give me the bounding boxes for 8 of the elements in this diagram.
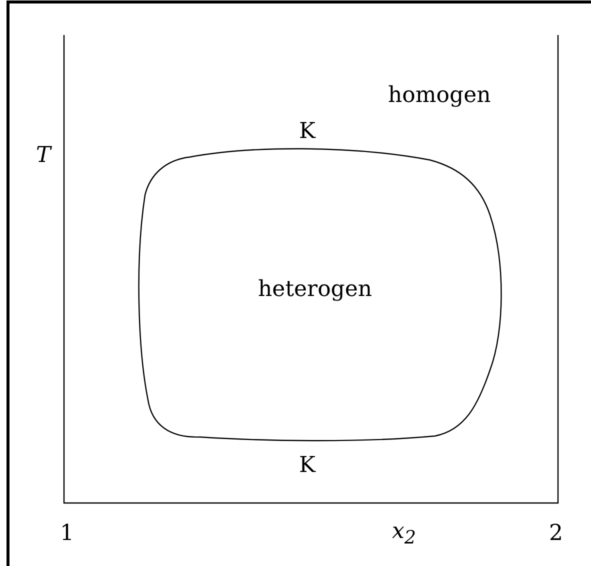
axis-label: x$_{2}$	[392, 519, 416, 550]
axis-label: T	[36, 143, 51, 169]
region-label: homogen	[388, 83, 491, 109]
critical-point-label: K	[299, 119, 316, 145]
critical-point-label: K	[299, 453, 316, 479]
tick-label: 2	[549, 521, 563, 547]
tick-label: 1	[60, 521, 74, 547]
region-label: heterogen	[258, 277, 372, 303]
